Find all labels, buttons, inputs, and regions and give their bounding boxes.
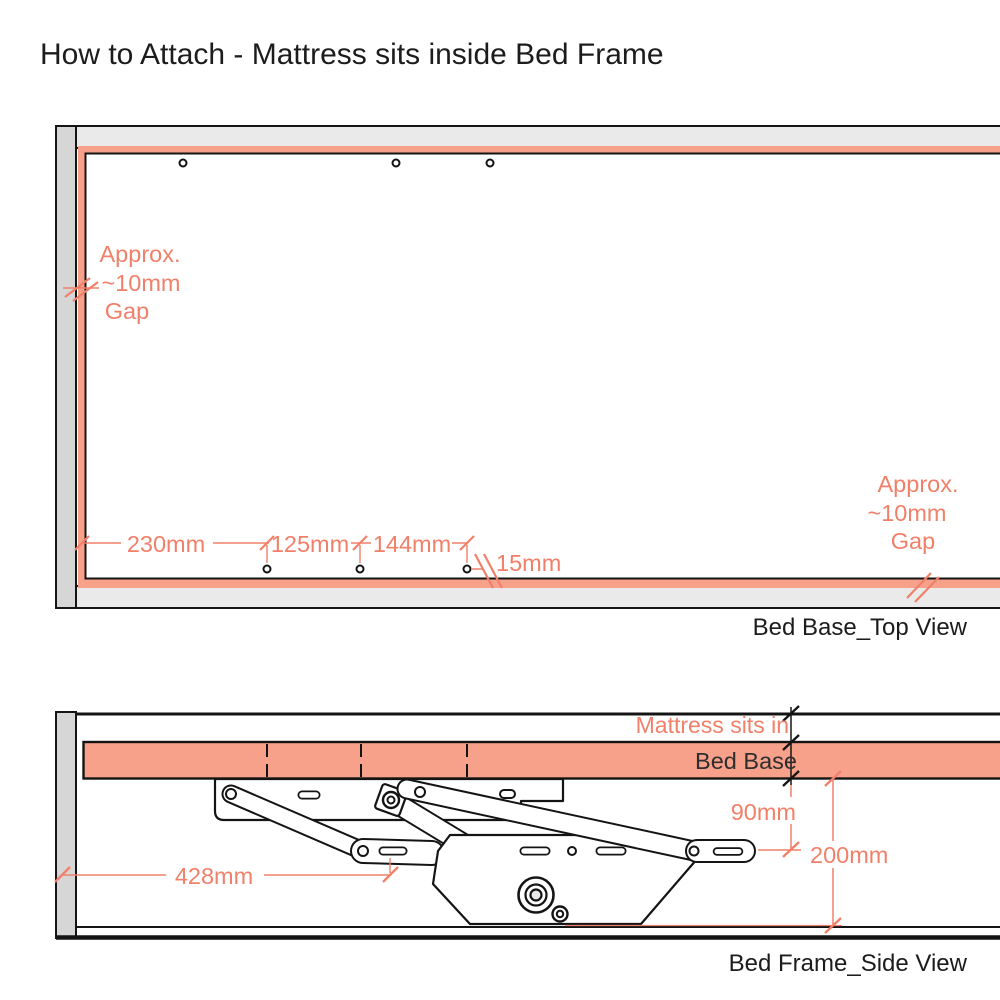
side-view-frame — [55, 711, 1000, 940]
hole — [485, 158, 495, 168]
page-title: How to Attach - Mattress sits inside Bed… — [40, 38, 664, 71]
dimension-428mm: 428mm — [54, 858, 399, 889]
frame-left-rail — [55, 125, 77, 609]
edge-distance-callout: 15mm — [471, 550, 561, 589]
break-mark-left — [63, 277, 99, 302]
label-mask — [720, 797, 794, 824]
dim-230mm: 230mm — [127, 531, 205, 557]
hole — [462, 564, 472, 574]
label-mask — [121, 531, 213, 555]
bed-base-inner — [84, 152, 1000, 580]
frame-left-rail — [55, 711, 77, 939]
gap-left-line2: ~10mm — [101, 270, 180, 296]
dim-15mm: 15mm — [496, 550, 561, 576]
dim-90mm: 90mm — [731, 799, 796, 825]
pivot-wheel — [517, 876, 569, 923]
top-view: 230mm 125mm 144mm 15mm Approx. ~10mm Gap — [55, 125, 1000, 641]
hole — [355, 564, 365, 574]
frame-bottom-rail — [75, 585, 1000, 609]
gap-right-line1: Approx. — [878, 471, 959, 497]
dim-125mm: 125mm — [271, 531, 349, 557]
bed-base-bar — [82, 740, 1000, 780]
bed-base-rect — [82, 740, 1000, 780]
dim-200mm: 200mm — [810, 842, 888, 868]
label-mask — [371, 531, 452, 555]
dimension-ticks — [782, 705, 800, 787]
dimension-90mm: 90mm — [720, 785, 801, 858]
lift-mechanism — [213, 777, 756, 926]
dimension-ticks — [824, 770, 842, 934]
plate-slots — [297, 789, 516, 800]
label-mask — [269, 531, 351, 555]
lower-link — [350, 838, 445, 866]
dim-428mm: 428mm — [175, 863, 253, 889]
dimension-ticks — [54, 866, 399, 883]
bed-base-outline — [78, 146, 1000, 588]
dimension-200mm: 200mm — [565, 770, 900, 934]
side-view: Mattress sits in Bed Base 90mm 200mm — [54, 705, 1000, 977]
slat-joints — [266, 744, 468, 777]
gap-right-line3: Gap — [891, 528, 935, 554]
dimension-tick — [782, 841, 800, 858]
base-plate-slots — [519, 846, 627, 856]
gap-right-line2: ~10mm — [867, 500, 946, 526]
leader-slashes — [474, 553, 503, 589]
bed-base-label: Bed Base — [695, 748, 797, 774]
dimension-ticks — [74, 535, 475, 551]
gap-left-line3: Gap — [105, 298, 149, 324]
mattress-label: Mattress sits in — [636, 712, 789, 738]
hole — [262, 564, 272, 574]
break-mark-right — [906, 572, 940, 603]
side-view-caption: Bed Frame_Side View — [729, 950, 968, 977]
hole — [178, 158, 188, 168]
top-holes — [178, 158, 495, 168]
frame-top-rail — [75, 125, 1000, 149]
top-dimension-chain: 230mm 125mm 144mm — [74, 531, 475, 563]
hole — [391, 158, 401, 168]
long-arm — [396, 778, 756, 863]
gap-annotation-right: Approx. ~10mm Gap — [867, 471, 959, 603]
bottom-holes — [262, 564, 472, 574]
mattress-annotation: Mattress sits in Bed Base — [636, 705, 800, 787]
top-view-caption: Bed Base_Top View — [753, 614, 968, 641]
label-mask — [166, 861, 264, 888]
gap-annotation-left: Approx. ~10mm Gap — [63, 241, 181, 324]
dim-144mm: 144mm — [373, 531, 451, 557]
label-mask — [806, 841, 900, 868]
gap-left-line1: Approx. — [100, 241, 181, 267]
